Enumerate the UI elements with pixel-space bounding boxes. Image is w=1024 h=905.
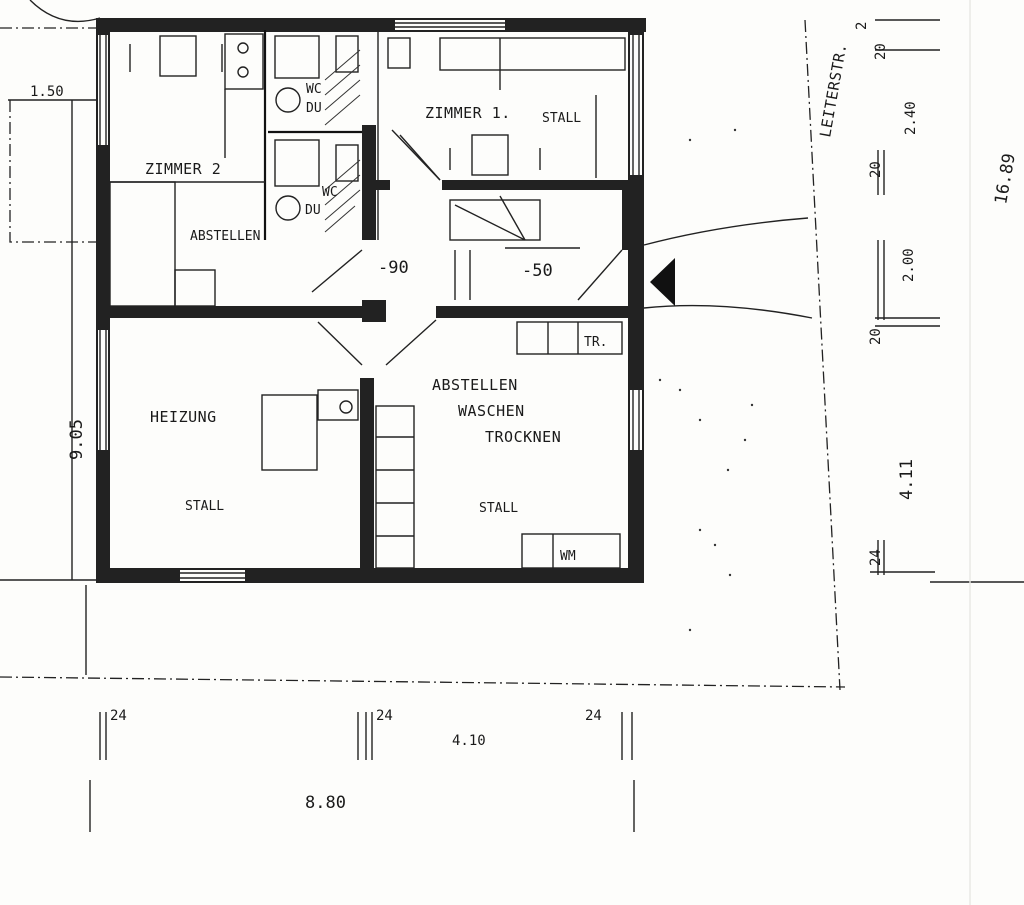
terrace-outline xyxy=(9,100,98,243)
label-du2: DU xyxy=(305,203,321,218)
dim-bottom-880: 8.80 xyxy=(305,793,346,813)
interior-walls xyxy=(108,30,630,570)
label-abstellen: ABSTELLEN xyxy=(432,376,518,394)
label-level-right: -50 xyxy=(522,261,553,281)
neighbor-arc xyxy=(29,0,101,23)
dim-right-24: 24 xyxy=(868,549,884,566)
property-line-right xyxy=(804,19,841,691)
dim-right-200: 2.00 xyxy=(901,248,917,282)
kitchen-fixtures xyxy=(129,33,264,158)
waschen-fixtures xyxy=(516,321,623,569)
label-level-left: -90 xyxy=(378,258,409,278)
dim-total-height: 16.89 xyxy=(991,152,1020,206)
property-line-bottom xyxy=(0,676,846,688)
door-swings xyxy=(311,134,441,366)
label-wm: WM xyxy=(560,549,576,564)
entrance-steps xyxy=(643,217,813,319)
right-dimension-ticks xyxy=(870,0,971,905)
label-heizung: HEIZUNG xyxy=(150,408,217,426)
label-du1: DU xyxy=(306,101,322,116)
dim-left-height: 9.05 xyxy=(67,419,87,460)
dim-bottom-24c: 24 xyxy=(585,708,602,724)
label-abstellen-top: ABSTELLEN xyxy=(190,229,260,244)
zimmer1-furniture xyxy=(387,37,626,181)
dim-top-left: 1.50 xyxy=(30,84,64,100)
bathroom-fixtures xyxy=(274,35,361,233)
label-waschen: WASCHEN xyxy=(458,402,525,420)
dim-right-2: 2 xyxy=(854,22,870,30)
label-wc2: WC xyxy=(322,185,338,200)
dim-right-20c: 20 xyxy=(868,328,884,345)
dim-right-20b: 20 xyxy=(868,161,884,178)
label-stall-left: STALL xyxy=(185,499,224,514)
dim-bottom-410: 4.10 xyxy=(452,733,486,749)
label-street: LEITERSTR. xyxy=(816,42,850,139)
stairs xyxy=(375,195,623,569)
windows xyxy=(98,20,642,581)
label-zimmer2: ZIMMER 2 xyxy=(145,160,221,178)
dim-right-20a: 20 xyxy=(873,43,889,60)
dim-bottom-24a: 24 xyxy=(110,708,127,724)
label-trocknen: TROCKNEN xyxy=(485,428,561,446)
bottom-dimension-ticks xyxy=(89,712,635,832)
dim-right-411: 4.11 xyxy=(897,459,917,500)
label-tr: TR. xyxy=(584,335,607,350)
label-stall-right: STALL xyxy=(479,501,518,516)
label-stall-top: STALL xyxy=(542,111,581,126)
label-wc1: WC xyxy=(306,82,322,97)
zimmer2-furniture xyxy=(109,181,216,307)
speckle-marks xyxy=(658,128,754,632)
dim-bottom-24b: 24 xyxy=(376,708,393,724)
heizung-fixtures xyxy=(261,389,359,471)
label-zimmer1: ZIMMER 1. xyxy=(425,104,511,122)
dim-right-240: 2.40 xyxy=(903,101,919,135)
